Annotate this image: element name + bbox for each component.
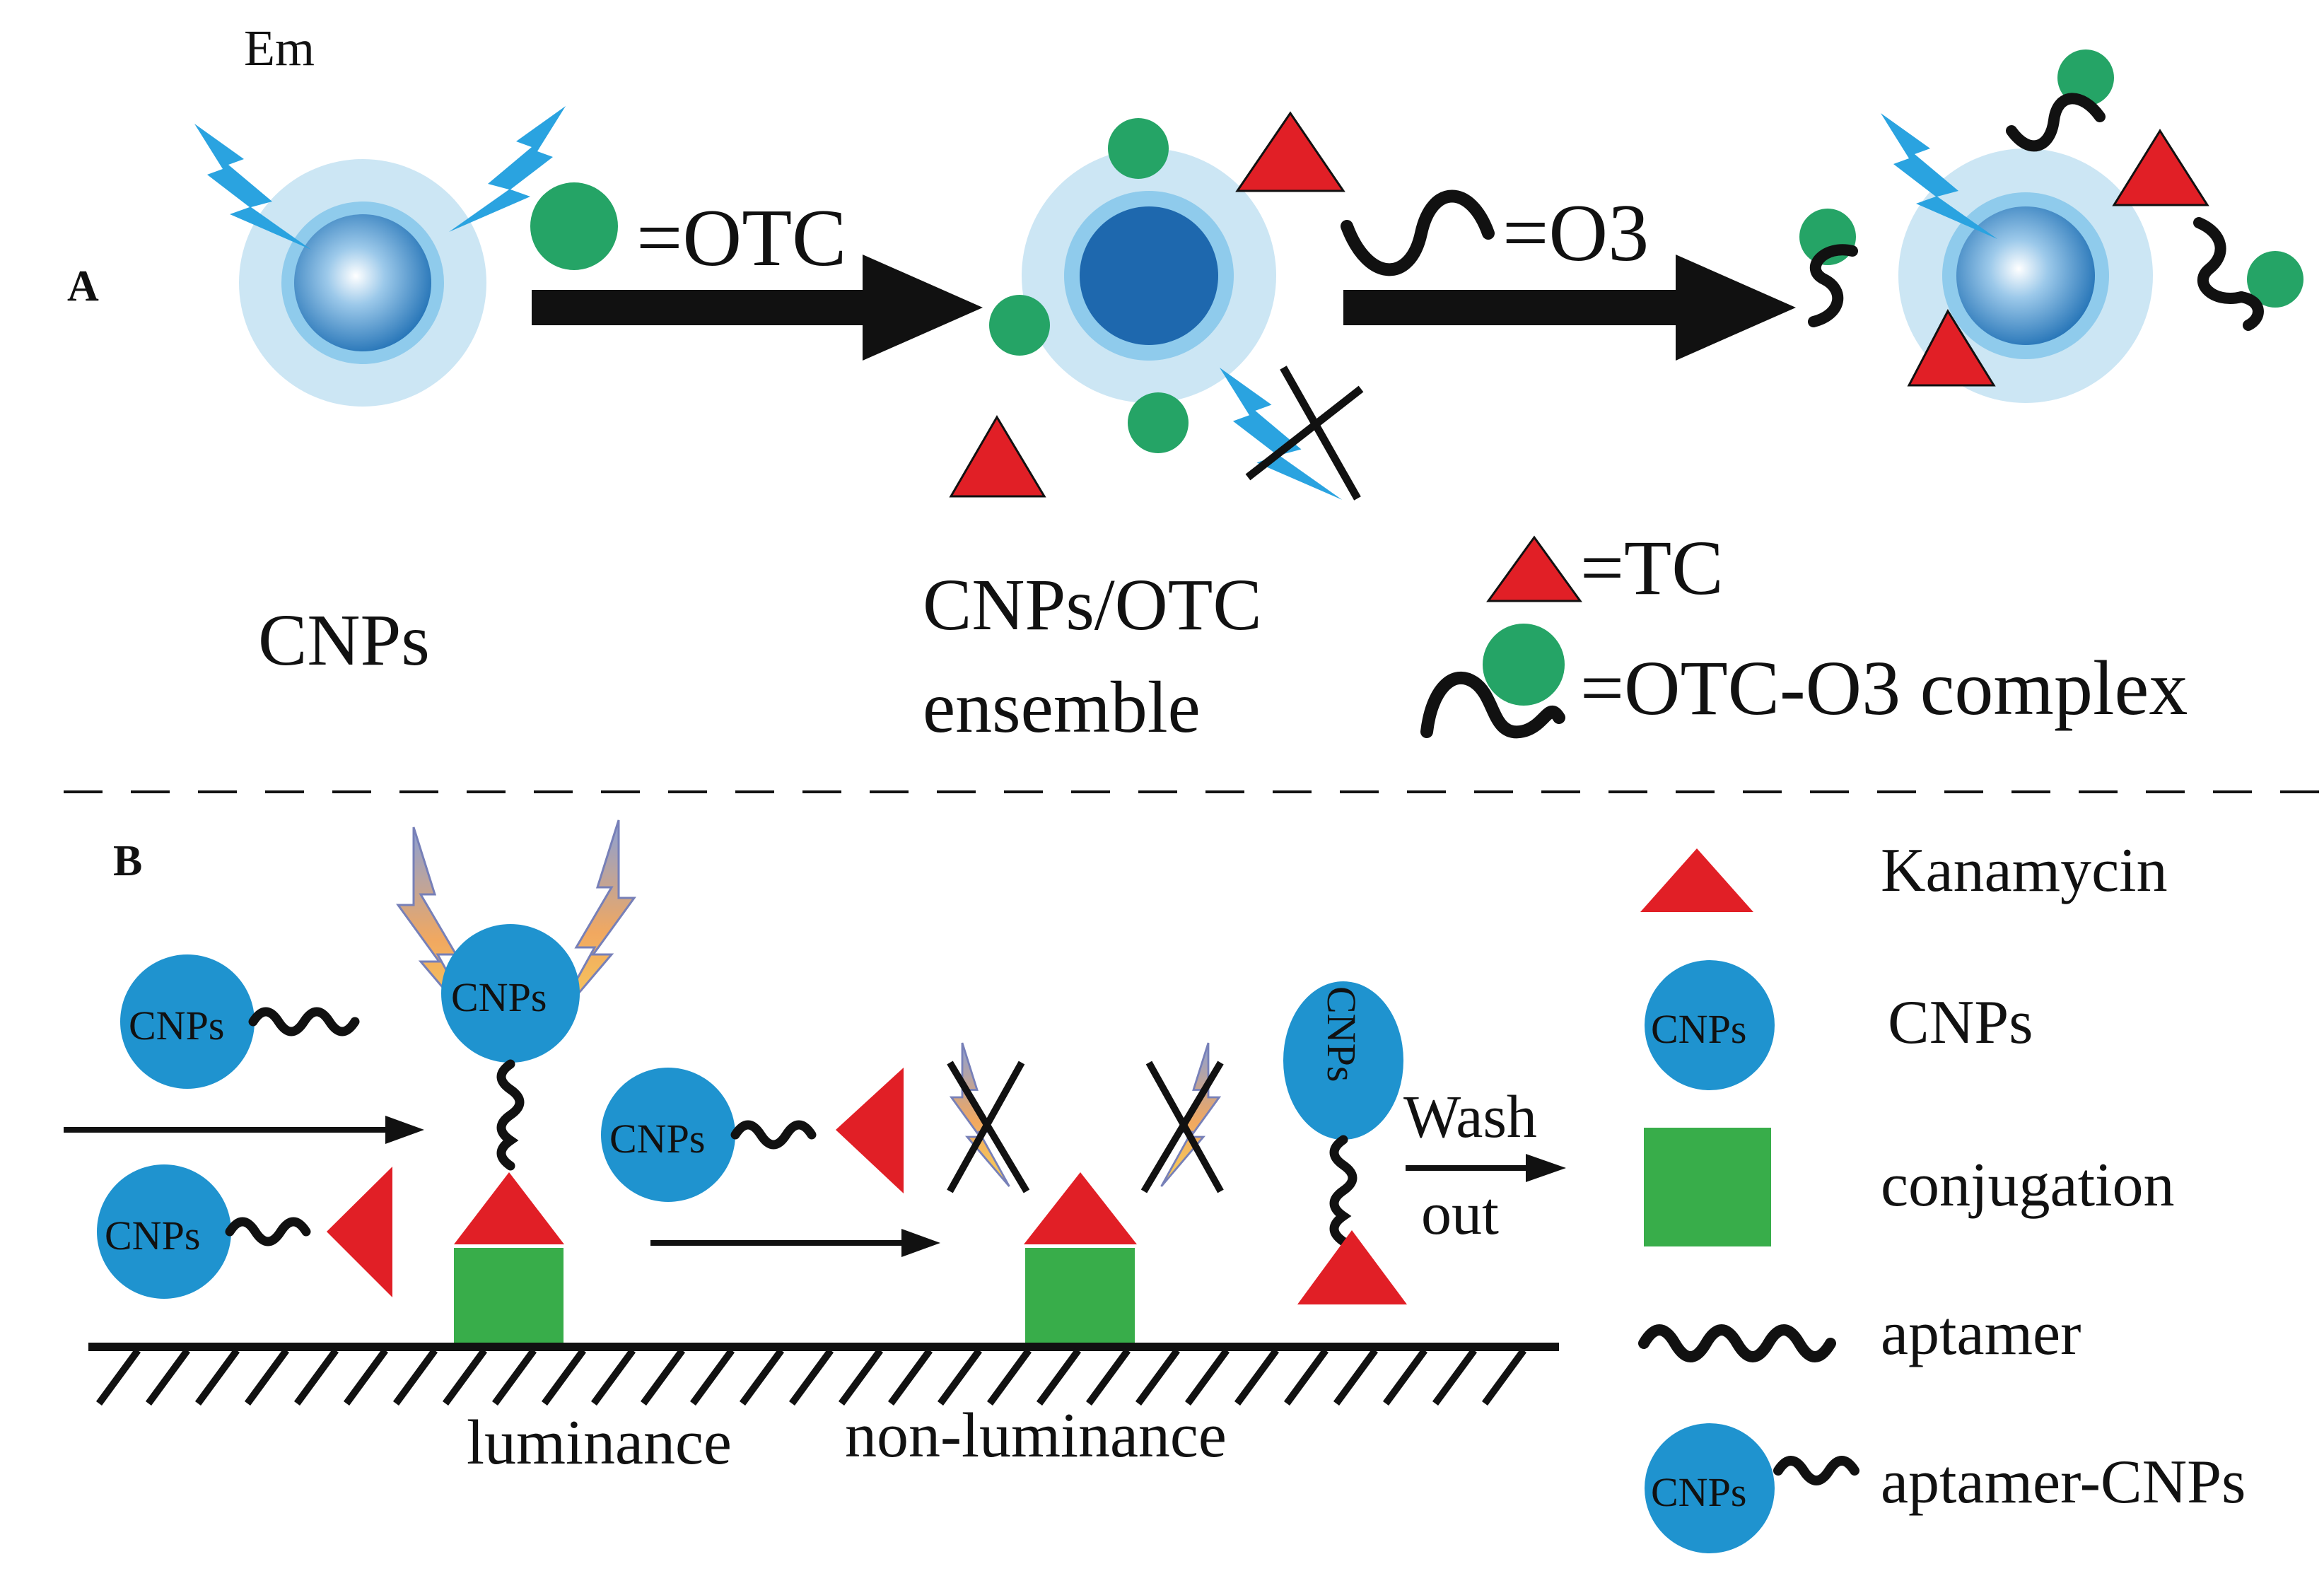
otc-dot-legend [530,182,618,270]
legend-kanamycin-icon [1640,848,1753,912]
o3-legend-text: =O3 [1502,188,1649,279]
non-luminance-caption: non-luminance [845,1401,1227,1471]
cnps-caption: CNPs [258,600,430,681]
otc-dot [1128,392,1189,453]
aptamer-linker [496,1059,525,1171]
legend-aptamer-label: aptamer [1881,1300,2081,1368]
ensemble-caption-line1: CNPs/OTC [923,564,1262,646]
complex-legend-text: =OTC-O3 complex [1580,645,2188,731]
legend-conjugation-label: conjugation [1881,1151,2174,1220]
panel-a-label: A [67,262,99,310]
quenched-bolt-right-icon [1140,1041,1224,1193]
complex-legend-icon [1420,624,1565,739]
svg-text:CNPs: CNPs [105,1213,200,1258]
ensemble-caption-line2: ensemble [923,667,1201,748]
aptamer-cnp-kanamycin: CNPs [601,1068,904,1202]
aptamer-cnp-kanamycin: CNPs [97,1164,392,1299]
arrow-wash [1406,1154,1566,1182]
cnps-otc-ensemble-particle [1022,148,1276,403]
panel-b-label: B [113,837,142,885]
conjugation-block [1025,1248,1135,1343]
arrow-a1 [532,255,983,361]
legend-aptamer-icon [1638,1324,1836,1362]
wash-label-line1: Wash [1403,1082,1537,1150]
legend-aptamer-cnps-label: aptamer-CNPs [1881,1448,2246,1517]
luminance-caption: luminance [467,1408,732,1478]
otc-dot [989,295,1050,356]
em-label: Em [244,20,315,76]
otc-dot [1108,118,1169,179]
bound-cnp-luminance: CNPs [441,924,580,1063]
tc-triangle [1907,308,1996,387]
arrow-b1 [64,1116,424,1144]
kanamycin-triangle [454,1172,564,1244]
cnps-particle-left [239,159,486,407]
o3-aptamer-legend-icon [1341,189,1495,276]
tc-triangle [1235,111,1345,192]
tc-triangle [949,415,1046,498]
legend-aptamer-cnps-icon: CNPs [1645,1423,1859,1553]
otc-o3-complex [2193,217,2303,331]
svg-text:CNPs: CNPs [129,1003,224,1049]
otc-o3-complex [2006,49,2114,152]
arrow-a2 [1343,255,1796,361]
svg-text:CNPs: CNPs [1651,1006,1746,1052]
legend-kanamycin-label: Kanamycin [1881,836,2168,905]
legend-conjugation-icon [1644,1128,1771,1246]
otc-o3-complex [1799,209,1858,327]
washed-cnp: CNPs [1283,981,1407,1304]
quenched-bolt-icon [1220,366,1364,501]
legend-cnps-label: CNPs [1888,988,2033,1057]
svg-text:CNPs: CNPs [1651,1469,1746,1515]
substrate-surface [88,1343,1559,1406]
svg-text:CNPs: CNPs [1319,986,1365,1082]
kanamycin-triangle [1024,1172,1137,1244]
aptamer-cnp-free: CNPs [120,954,360,1089]
wash-label-line2: out [1421,1179,1499,1247]
svg-text:CNPs: CNPs [609,1116,705,1162]
otc-legend-text: =OTC [636,193,846,284]
legend-cnps-icon: CNPs [1645,960,1775,1090]
svg-text:CNPs: CNPs [451,974,547,1020]
tc-legend-triangle [1486,535,1582,602]
tc-legend-text: =TC [1580,525,1724,611]
quenched-bolt-left-icon [947,1041,1030,1193]
arrow-b2 [650,1229,940,1257]
conjugation-block [454,1248,564,1343]
tc-triangle [2112,129,2209,206]
